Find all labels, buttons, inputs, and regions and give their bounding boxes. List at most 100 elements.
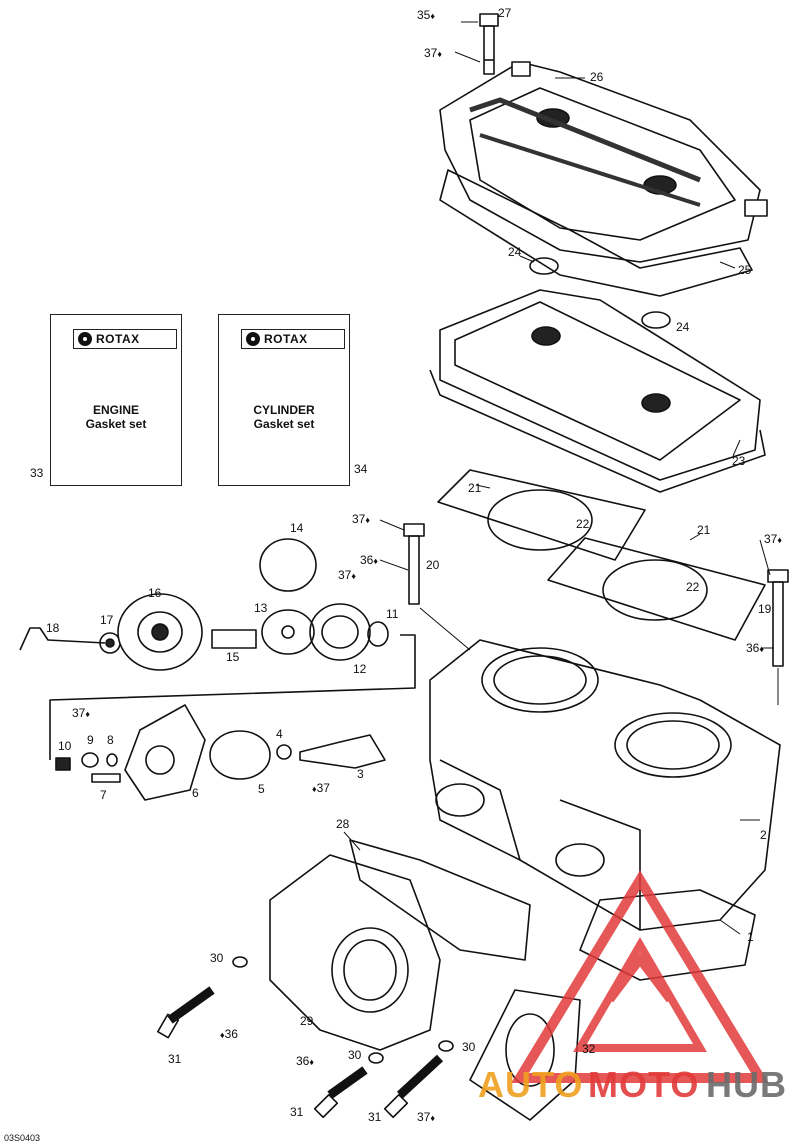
callout-32: 32 [582, 1042, 596, 1056]
callout-37: ♦37 [312, 781, 330, 795]
callout-30: 30 [210, 951, 224, 965]
callout-24: 24 [676, 320, 690, 334]
rotax-logo: ROTAX [241, 329, 345, 349]
callout-36: ♦36 [220, 1027, 238, 1041]
callout-24: 24 [508, 245, 522, 259]
head-gasket-21a [437, 469, 646, 561]
o-ring-14 [259, 538, 317, 592]
cylinder-block-2 [429, 639, 781, 931]
callout-35: 35♦ [417, 8, 435, 22]
callout-31: 31 [290, 1105, 304, 1119]
spring-15 [211, 629, 257, 649]
callout-21: 21 [468, 481, 482, 495]
callout-8: 8 [107, 733, 114, 747]
bolt-31b [313, 1066, 368, 1119]
callout-37: 37♦ [417, 1110, 435, 1124]
callout-3: 3 [357, 767, 364, 781]
piston-13 [261, 609, 315, 655]
callout-7: 7 [100, 788, 107, 802]
bolt-27 [479, 13, 499, 75]
cylinder-gasket-set-booklet: ROTAX CYLINDER Gasket set [218, 314, 350, 486]
callout-9: 9 [87, 733, 94, 747]
callout-15: 15 [226, 650, 240, 664]
callout-27: 27 [498, 6, 512, 20]
washer-30b [368, 1052, 384, 1064]
engine-gasket-set-booklet: ROTAX ENGINE Gasket set [50, 314, 182, 486]
callout-36: 36♦ [360, 553, 378, 567]
callout-21: 21 [697, 523, 711, 537]
o-ring-8 [106, 753, 118, 767]
callout-12: 12 [353, 662, 367, 676]
booklet-title-line2: Gasket set [253, 417, 315, 431]
callout-37: 37♦ [424, 46, 442, 60]
head-gasket-21b [547, 537, 766, 641]
callout-26: 26 [590, 70, 604, 84]
washer-30a [232, 956, 248, 968]
watermark-text-auto: AUTO [478, 1064, 584, 1105]
booklet-title-line2: Gasket set [85, 417, 147, 431]
exhaust-manifold-29 [269, 854, 441, 1051]
callout-31: 31 [168, 1052, 182, 1066]
bolt-31c [383, 1054, 444, 1119]
washer-30c [438, 1040, 454, 1052]
callout-29: 29 [300, 1014, 314, 1028]
o-ring-24b [641, 311, 671, 329]
callout-11: 11 [386, 607, 399, 621]
callout-1: 1 [747, 930, 754, 944]
callout-10: 10 [58, 739, 72, 753]
callout-37: 37♦ [72, 706, 90, 720]
watermark-text-hub: HUB [706, 1064, 787, 1105]
callout-4: 4 [276, 727, 283, 741]
booklet-title-line1: CYLINDER [253, 403, 315, 417]
rotax-gear-icon [246, 332, 260, 346]
bolt-31a [157, 986, 215, 1039]
callout-30: 30 [348, 1048, 362, 1062]
washer-9 [81, 752, 99, 768]
rotax-logo: ROTAX [73, 329, 177, 349]
cylinder-head-23 [429, 289, 766, 493]
drawing-code: 03S0403 [4, 1133, 41, 1143]
gasket-5 [209, 730, 271, 780]
callout-14: 14 [290, 521, 304, 535]
leader-lines [343, 21, 779, 935]
spring-clip-18 [19, 627, 106, 651]
callout-18: 18 [46, 621, 60, 635]
callout-13: 13 [254, 601, 268, 615]
callout-30: 30 [462, 1040, 476, 1054]
callout-6: 6 [192, 786, 199, 800]
callout-37: 37♦ [352, 512, 370, 526]
o-ring-11 [367, 621, 389, 647]
rotax-gear-icon [78, 332, 92, 346]
callout-19: 19 [758, 602, 772, 616]
base-gasket-1 [579, 889, 756, 981]
valve-3 [299, 734, 386, 769]
watermark-triangle [511, 870, 769, 1083]
callout-36: 36♦ [296, 1054, 314, 1068]
cylinder-head-cover-26 [439, 61, 768, 263]
housing-12 [309, 603, 371, 661]
callout-23: 23 [732, 454, 746, 468]
callout-5: 5 [258, 782, 265, 796]
callout-17: 17 [100, 613, 114, 627]
gasket-32 [469, 989, 581, 1121]
callout-37: 37♦ [338, 568, 356, 582]
callout-36: 36♦ [746, 641, 764, 655]
callout-33: 33 [30, 466, 44, 480]
leader-line-block [49, 634, 416, 760]
callout-25: 25 [738, 263, 752, 277]
setscrew-10 [55, 757, 71, 771]
booklet-title-line1: ENGINE [92, 403, 139, 417]
valve-base-6 [124, 704, 206, 801]
callout-31: 31 [368, 1110, 382, 1124]
callout-20: 20 [426, 558, 440, 572]
o-ring-24a [529, 257, 559, 275]
callout-16: 16 [148, 586, 162, 600]
bolt-20 [403, 523, 425, 605]
bolt-19 [767, 569, 789, 667]
callout-22: 22 [686, 580, 700, 594]
callout-37: 37♦ [764, 532, 782, 546]
screw-7 [91, 773, 121, 783]
callout-28: 28 [336, 817, 350, 831]
